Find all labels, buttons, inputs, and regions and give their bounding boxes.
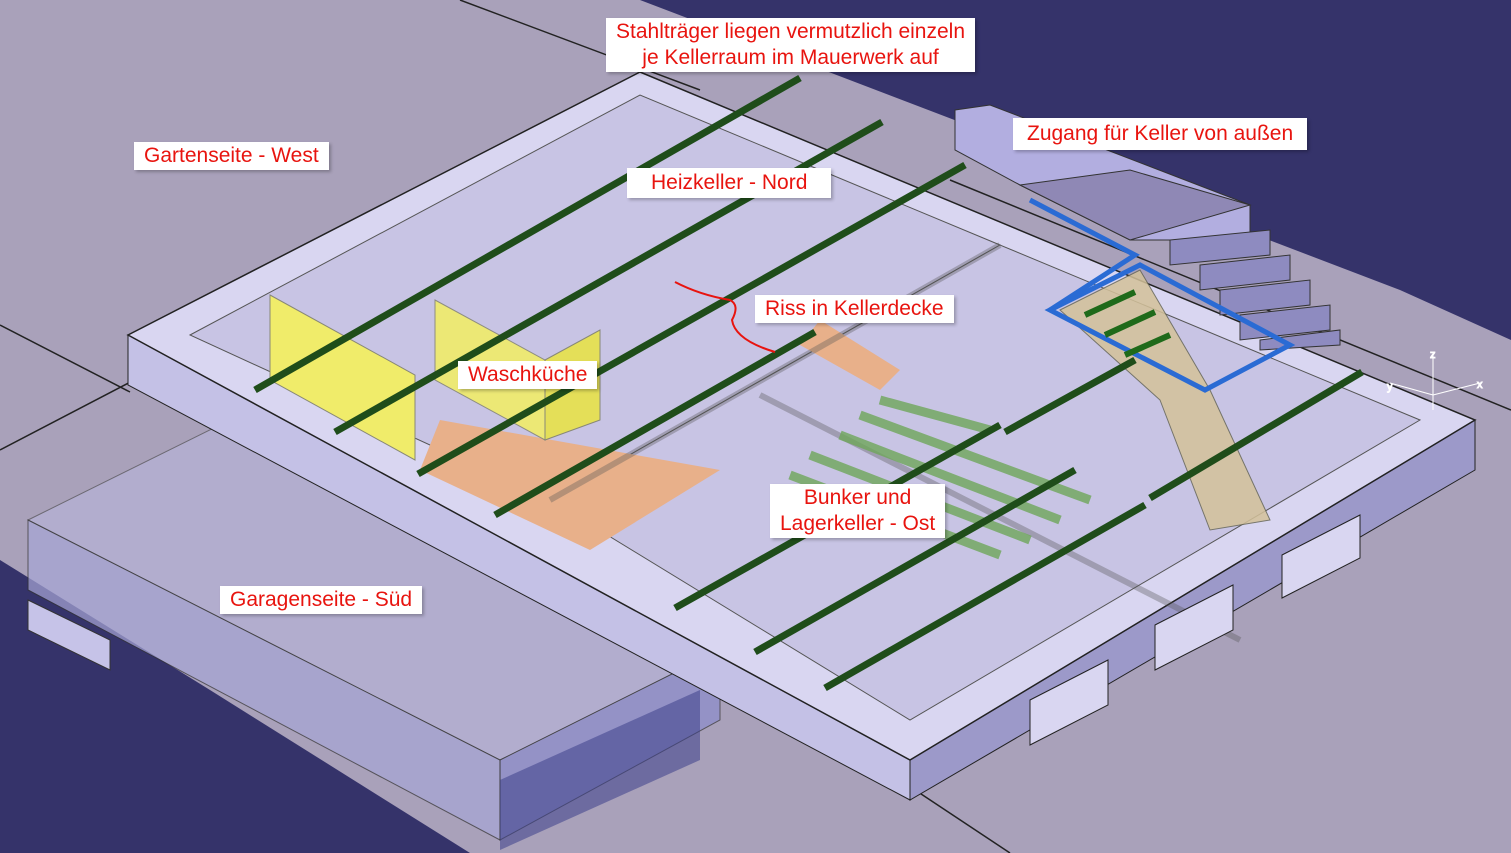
heating-floor <box>800 320 900 390</box>
beams-note-line2: je Kellerraum im Mauerwerk auf <box>642 46 939 69</box>
basement-windows <box>1029 514 1361 746</box>
access-outside-label: Zugang für Keller von außen <box>1013 118 1308 150</box>
steel-beams <box>253 74 1364 692</box>
background-navy-top-right <box>640 0 1511 340</box>
steel-beam <box>416 161 967 478</box>
axis-triad: z x y <box>1387 349 1484 410</box>
laundry-label: Waschküche <box>458 361 598 389</box>
steel-beam <box>753 466 1077 656</box>
axis-z-label: z <box>1430 349 1436 361</box>
garage-south-label: Garagenseite - Süd <box>220 586 423 614</box>
steel-beam <box>493 328 817 519</box>
crack-label: Riss in Kellerdecke <box>755 295 954 323</box>
steel-beam <box>1003 356 1137 436</box>
steel-beam <box>1148 368 1364 502</box>
beams-note-label: Stahlträger liegen vermutzlich einzeln j… <box>606 18 976 72</box>
heating-north-label: Heizkeller - Nord <box>627 168 832 198</box>
bunker-line2: Lagerkeller - Ost <box>780 512 936 535</box>
bunker-line1: Bunker und <box>803 486 912 509</box>
steel-beam <box>253 74 802 394</box>
inner-stairs <box>1028 197 1296 531</box>
crack-line <box>674 281 776 353</box>
garage-structure <box>26 409 722 850</box>
garden-west-label: Gartenseite - West <box>134 142 329 170</box>
laundry-floor <box>420 420 720 550</box>
bunker-east-label: Bunker und Lagerkeller - Ost <box>770 484 946 538</box>
steel-beam <box>823 501 1147 692</box>
axis-x-label: x <box>1477 379 1483 391</box>
axis-y-label: y <box>1387 381 1393 393</box>
basement-slab <box>126 71 1477 801</box>
beams-note-line1: Stahlträger liegen vermutzlich einzeln <box>616 20 966 43</box>
